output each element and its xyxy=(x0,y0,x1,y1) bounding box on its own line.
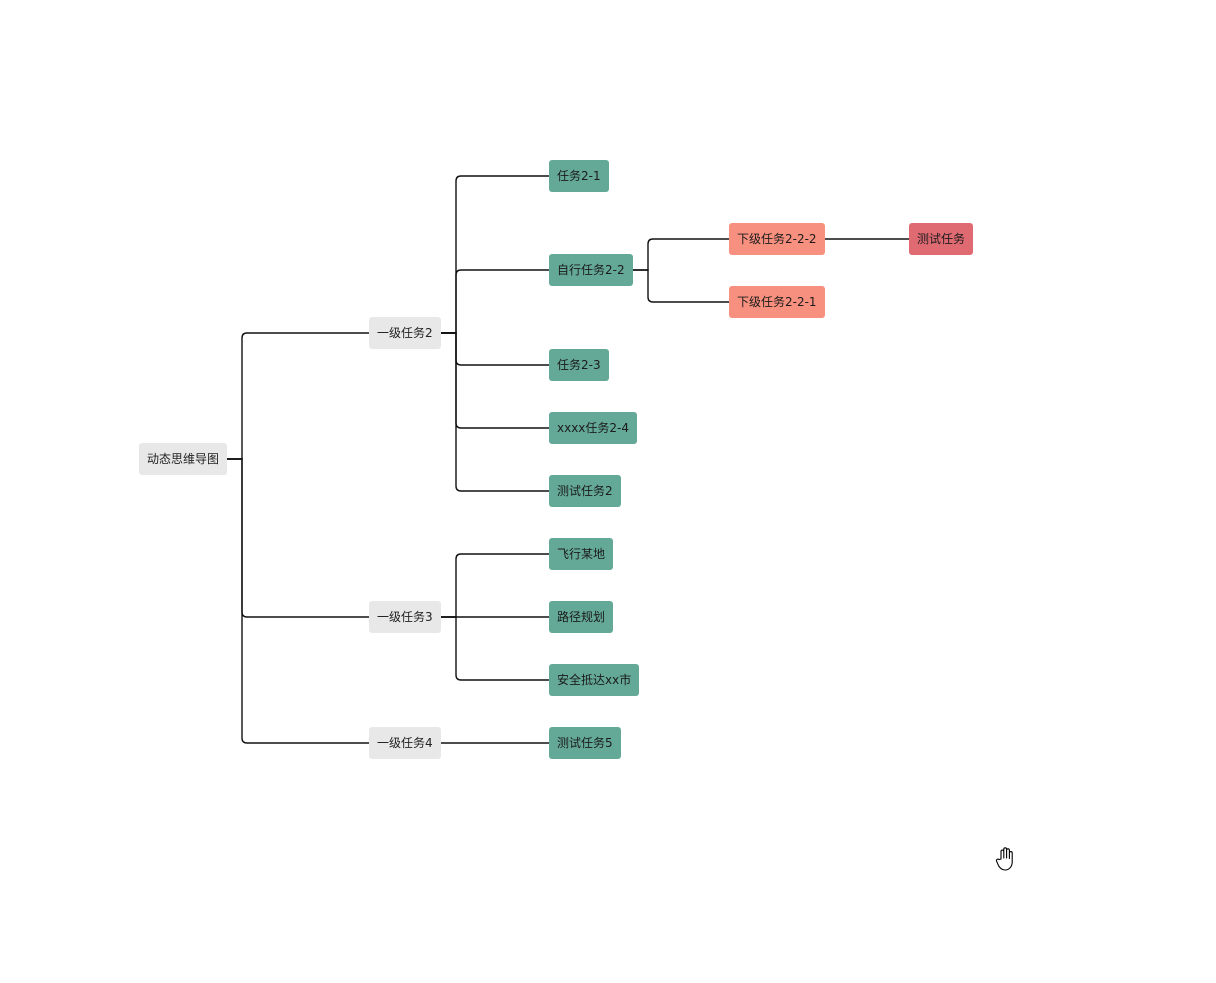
task-node-level2[interactable]: 路径规划 xyxy=(549,601,614,633)
connector-line xyxy=(441,332,549,492)
branch-node-level1[interactable]: 一级任务4 xyxy=(369,727,441,759)
subtask-node-level4[interactable]: 测试任务 xyxy=(909,223,974,255)
connector-line xyxy=(227,458,369,618)
connector-line xyxy=(441,175,549,334)
root-node[interactable]: 动态思维导图 xyxy=(139,443,228,475)
branch-node-level1[interactable]: 一级任务3 xyxy=(369,601,441,633)
connector-line xyxy=(633,238,729,271)
task-node-level2[interactable]: 测试任务5 xyxy=(549,727,621,759)
task-node-level2[interactable]: 自行任务2-2 xyxy=(549,254,633,286)
connector-line xyxy=(441,616,549,681)
connector-line xyxy=(227,458,369,744)
connector-line xyxy=(227,332,369,460)
task-node-level2[interactable]: 测试任务2 xyxy=(549,475,621,507)
connector-line xyxy=(441,553,549,618)
task-node-level2[interactable]: 任务2-1 xyxy=(549,160,609,192)
task-node-level2[interactable]: 飞行某地 xyxy=(549,538,614,570)
hand-grab-icon xyxy=(995,847,1013,871)
connector-line xyxy=(441,269,549,334)
connector-line xyxy=(441,332,549,366)
task-node-level2[interactable]: 任务2-3 xyxy=(549,349,609,381)
task-node-level2[interactable]: 安全抵达xx市 xyxy=(549,664,640,696)
branch-node-level1[interactable]: 一级任务2 xyxy=(369,317,441,349)
connector-line xyxy=(633,269,729,303)
subtask-node-level3[interactable]: 下级任务2-2-2 xyxy=(729,223,825,255)
subtask-node-level3[interactable]: 下级任务2-2-1 xyxy=(729,286,825,318)
task-node-level2[interactable]: xxxx任务2-4 xyxy=(549,412,638,444)
connector-line xyxy=(441,332,549,429)
